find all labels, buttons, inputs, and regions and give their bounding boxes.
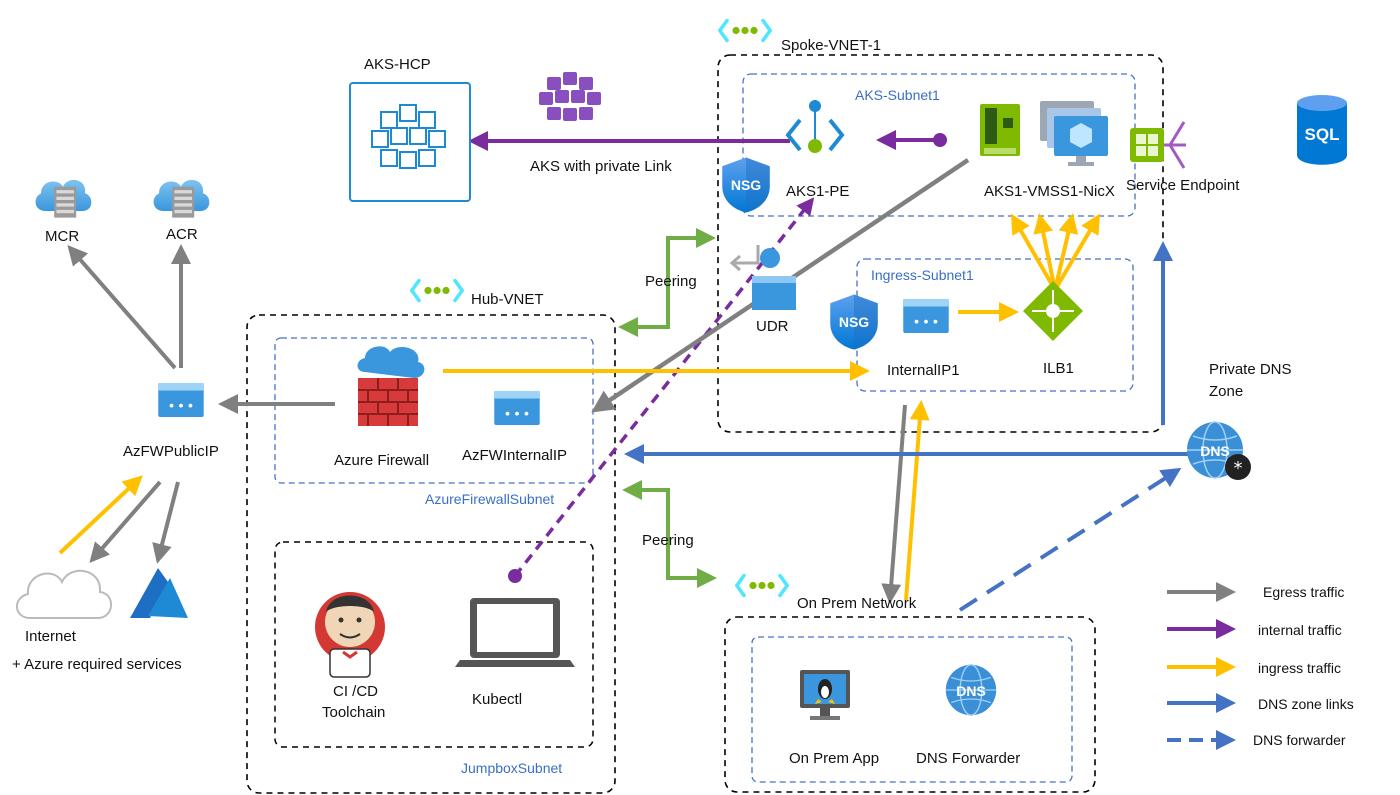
- aks-vmss-label: AKS1-VMSS1-NicX: [984, 183, 1115, 200]
- service-endpoint-label: Service Endpoint: [1126, 177, 1240, 194]
- svg-text:*: *: [1234, 458, 1243, 479]
- private-dns-label-2: Zone: [1209, 383, 1243, 400]
- mcr-label: MCR: [45, 228, 79, 245]
- aks-nodes-icon: [539, 72, 601, 121]
- legend-item: DNS zone links: [1167, 693, 1354, 713]
- dns-forwarder-label: DNS Forwarder: [916, 750, 1020, 767]
- laptop-icon: [455, 598, 575, 667]
- legend-label: DNS forwarder: [1253, 732, 1346, 748]
- aks-hcp-label: AKS-HCP: [364, 56, 431, 73]
- jumpbox-subnet-label: JumpboxSubnet: [461, 760, 562, 776]
- acr-label: ACR: [166, 226, 198, 243]
- arrow-publicip-to-mcr: [67, 244, 177, 370]
- arrow-internet-to-publicip: [58, 475, 143, 555]
- legend-label: internal traffic: [1258, 622, 1342, 638]
- on-prem-network-label: On Prem Network: [797, 595, 917, 612]
- dns-zone-icon-label: DNS: [1200, 443, 1230, 459]
- azure-firewall-label: Azure Firewall: [334, 452, 429, 469]
- aks-subnet-label: AKS-Subnet1: [855, 87, 940, 103]
- legend: Egress traffic internal traffic ingress …: [1167, 582, 1354, 750]
- legend-item: DNS forwarder: [1167, 730, 1346, 750]
- vm-scale-set-icon: [1040, 101, 1108, 166]
- dns-forwarder-icon-label: DNS: [956, 683, 986, 699]
- container-registry-icon: [153, 179, 210, 218]
- internal-ip-icon: [903, 298, 949, 334]
- network-interface-icon: [980, 104, 1020, 156]
- peering-connector-bottom: [622, 480, 717, 588]
- vnet-icon: [410, 278, 464, 303]
- cloud-icon: [16, 569, 112, 619]
- legend-label: Egress traffic: [1263, 584, 1344, 600]
- on-prem-app-label: On Prem App: [789, 750, 879, 767]
- route-table-icon: [729, 245, 796, 310]
- ilb-label: ILB1: [1043, 360, 1074, 377]
- internet-label: Internet: [25, 628, 77, 645]
- hub-vnet-label: Hub-VNET: [471, 291, 544, 308]
- hub-vnet-container: [246, 314, 616, 794]
- jenkins-icon: [315, 592, 385, 678]
- nsg-label: NSG: [731, 177, 761, 193]
- firewall-subnet-label: AzureFirewallSubnet: [425, 491, 554, 507]
- sql-label: SQL: [1305, 125, 1340, 144]
- jumpbox-subnet-container: [274, 541, 594, 748]
- arrow-publicip-to-azure: [152, 481, 180, 564]
- legend-item: internal traffic: [1167, 619, 1342, 639]
- arrow-onprem-to-internalip: [904, 400, 930, 601]
- vnet-icon: [735, 573, 789, 598]
- nsg-label: NSG: [839, 314, 869, 330]
- peering-label-bottom: Peering: [642, 532, 694, 549]
- kubectl-label: Kubectl: [472, 691, 522, 708]
- on-prem-app-icon: [800, 670, 850, 720]
- arrows-ilb-to-vmss: [1011, 213, 1101, 292]
- spoke-vnet-label: Spoke-VNET-1: [781, 37, 881, 54]
- legend-item: Egress traffic: [1167, 582, 1344, 602]
- sql-database-icon: SQL: [1297, 95, 1347, 165]
- dns-zone-icon: DNS *: [1186, 421, 1251, 480]
- private-endpoint-icon: [785, 100, 845, 153]
- arrow-dns-forwarder: [958, 467, 1182, 612]
- aks-pe-label: AKS1-PE: [786, 183, 849, 200]
- load-balancer-icon: [1023, 281, 1083, 341]
- legend-label: DNS zone links: [1258, 696, 1354, 712]
- azure-required-label: + Azure required services: [12, 656, 182, 673]
- nsg-shield-icon: NSG: [830, 294, 878, 350]
- legend-item: ingress traffic: [1167, 657, 1341, 677]
- ci-cd-label-2: Toolchain: [322, 704, 385, 721]
- internal-ip-label: InternalIP1: [887, 362, 960, 379]
- dns-forwarder-icon: DNS: [945, 664, 997, 716]
- service-endpoint-icon: [1130, 121, 1186, 169]
- kubernetes-service-icon: [349, 82, 471, 202]
- arrow-publicip-to-internet: [89, 480, 162, 564]
- public-ip-label: AzFWPublicIP: [123, 443, 219, 460]
- azure-logo-icon: [130, 568, 188, 618]
- on-prem-network-container: [724, 616, 1096, 793]
- internal-ip-icon: [494, 390, 540, 426]
- firewall-icon: [357, 346, 425, 426]
- arrow-internalip-to-onprem: [881, 404, 907, 604]
- peering-connector-top: [618, 228, 716, 337]
- legend-label: ingress traffic: [1258, 660, 1341, 676]
- peering-label: Peering: [645, 273, 697, 290]
- firewall-internal-ip-label: AzFWInternalIP: [462, 447, 567, 464]
- container-registry-icon: [35, 179, 92, 218]
- nsg-shield-icon: NSG: [722, 157, 770, 213]
- udr-label: UDR: [756, 318, 789, 335]
- arrow-vmss-to-pe: [876, 130, 947, 150]
- private-dns-label: Private DNS: [1209, 361, 1292, 378]
- ingress-subnet-label: Ingress-Subnet1: [871, 267, 974, 283]
- public-ip-icon: [158, 382, 204, 418]
- private-link-label: AKS with private Link: [530, 158, 672, 175]
- on-prem-subnet-container: [751, 636, 1073, 783]
- vnet-icon: [718, 18, 772, 43]
- ci-cd-label: CI /CD: [333, 683, 378, 700]
